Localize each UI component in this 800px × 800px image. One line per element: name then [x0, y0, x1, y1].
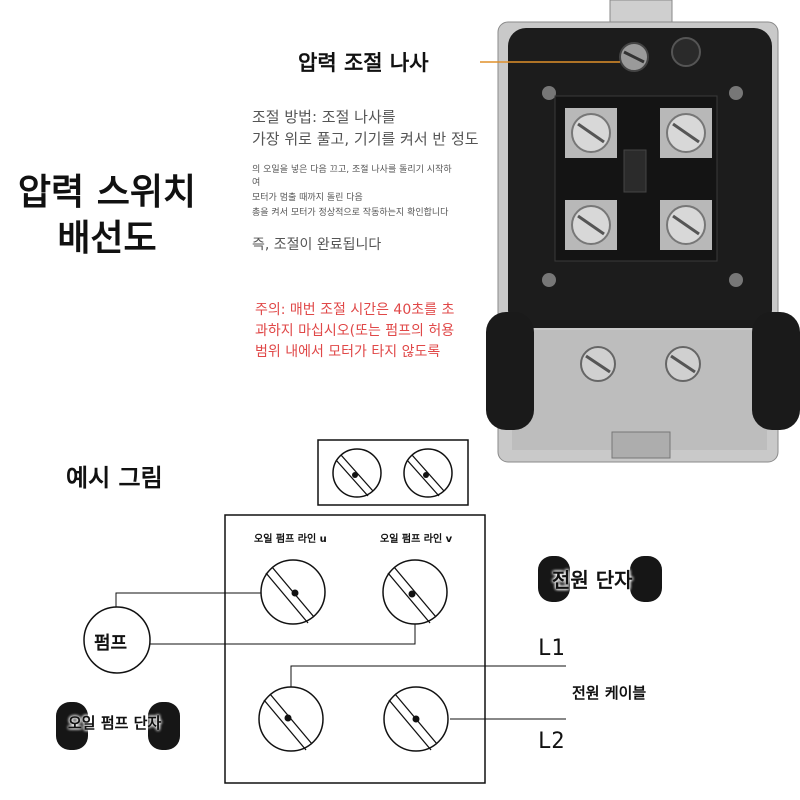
terminal-screw — [660, 108, 712, 158]
cable-grommet-right — [752, 312, 800, 430]
instruction-small-line: 의 오일을 넣은 다음 끄고, 조절 나사를 돌리기 시작하 — [252, 165, 452, 175]
terminal-l1 — [258, 686, 324, 752]
sample-terminal — [403, 448, 453, 498]
page-title: 압력 스위치 배선도 — [2, 170, 212, 262]
pressure-adjust-screw-label: 압력 조절 나사 — [298, 51, 429, 75]
power-terminal-label: 전원 단자 — [552, 568, 633, 592]
terminal-l2 — [383, 686, 449, 752]
oil-pump-line-v-label: 오일 펌프 라인 v — [380, 534, 453, 545]
oil-pump-terminal-label: 오일 펌프 단자 — [68, 714, 162, 732]
power-cable-label: 전원 케이블 — [572, 684, 647, 702]
instruction-done: 즉, 조절이 완료됩니다 — [252, 237, 382, 253]
instruction-line: 가장 위로 풀고, 기기를 켜서 반 정도 — [252, 130, 479, 148]
instruction-small-line: 총을 켜서 모터가 정상적으로 작동하는지 확인합니다 — [252, 208, 449, 218]
warning-line: 주의: 매번 조절 시간은 40초를 초 — [255, 302, 455, 318]
example-label: 예시 그림 — [66, 464, 163, 492]
title-line-1: 압력 스위치 — [17, 172, 197, 213]
power-terminal-pill — [630, 556, 662, 602]
instruction-line: 조절 방법: 조절 나사를 — [252, 108, 396, 126]
oil-pump-terminal-pill — [148, 702, 180, 750]
title-line-2: 배선도 — [57, 218, 157, 259]
pressure-switch-photo — [480, 0, 800, 463]
wire-l1 — [290, 665, 566, 692]
power-terminal-pill — [538, 556, 570, 602]
instruction-small-line: 모터가 멈출 때까지 돌린 다음 — [252, 193, 363, 203]
l2-label: L2 — [538, 729, 565, 754]
sample-box — [317, 439, 469, 506]
terminal-v — [382, 559, 448, 625]
terminal-screw — [565, 108, 617, 158]
oil-pump-terminal-pill — [56, 702, 88, 750]
terminal-u — [260, 559, 326, 625]
switch-box — [224, 514, 486, 784]
oil-pump-line-u-label: 오일 펌프 라인 u — [254, 534, 327, 545]
warning-line: 범위 내에서 모터가 타지 않도록 — [255, 344, 441, 360]
instruction-small-line: 여 — [252, 178, 261, 188]
adjustment-instructions: 조절 방법: 조절 나사를 가장 위로 풀고, 기기를 켜서 반 정도 의 오일… — [252, 106, 497, 254]
pump-symbol — [83, 606, 151, 674]
cable-grommet-left — [486, 312, 534, 430]
pump-label: 펌프 — [94, 633, 128, 654]
sample-terminal — [332, 448, 382, 498]
warning-note: 주의: 매번 조절 시간은 40초를 초 과하지 마십시오(또는 펌프의 허용 … — [255, 300, 500, 363]
terminal-screw — [565, 200, 617, 250]
terminal-screw — [660, 200, 712, 250]
warning-line: 과하지 마십시오(또는 펌프의 허용 — [255, 323, 455, 339]
l1-label: L1 — [538, 636, 565, 661]
